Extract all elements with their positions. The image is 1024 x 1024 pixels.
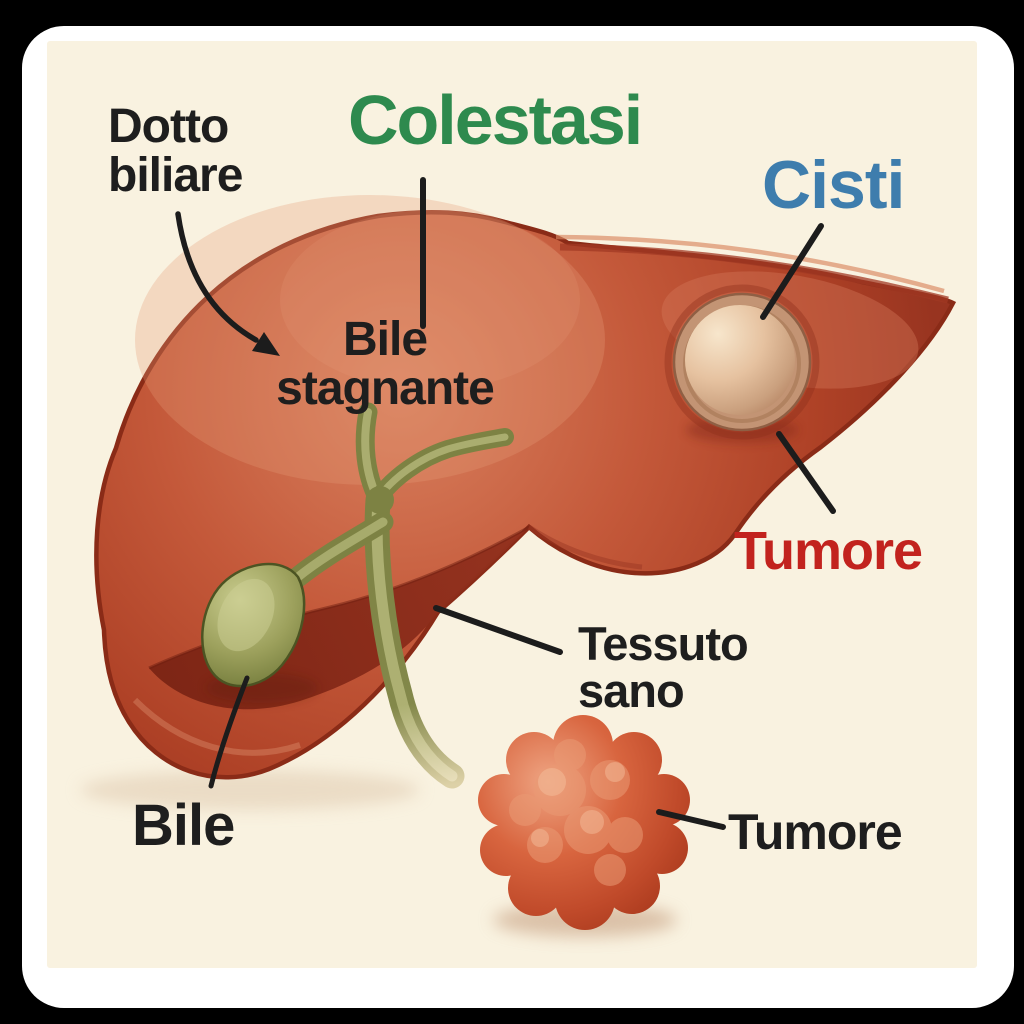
right-lobe-fold-shadow: [559, 243, 949, 304]
label-bile: Bile: [132, 793, 235, 858]
label-colestasi: Colestasi: [348, 81, 643, 159]
liver-body: [80, 195, 957, 810]
label-tumore-cisti: Tumore: [734, 521, 923, 581]
bottom-curl-highlight: [132, 697, 301, 756]
leader-bile-curve: [208, 675, 250, 789]
tumor-highlights: [531, 762, 625, 847]
duct-junction: [366, 486, 394, 514]
label-tessuto-sano: Tessuto sano: [578, 617, 749, 717]
label-bile-stagnante: Bile stagnante: [276, 313, 495, 415]
cyst-nodule: [664, 284, 820, 443]
label-dotto-biliare-line1: Dotto: [108, 100, 229, 153]
leader-tessuto-sano-line: [433, 605, 563, 655]
liver-sheen-center: [280, 210, 580, 390]
common-bile-duct-highlight: [371, 494, 458, 782]
gallbladder-highlight: [217, 578, 275, 652]
leader-tumore-inferiore-line: [656, 809, 726, 830]
tumor-mass: [478, 715, 690, 937]
label-cisti: Cisti: [762, 147, 905, 223]
label-tumore-massa: Tumore: [728, 804, 903, 860]
label-tessuto-sano-line1: Tessuto: [578, 617, 749, 670]
leader-lines: [175, 177, 836, 830]
liver-sheen-left: [135, 195, 605, 485]
leader-dotto-biliare-curve: [175, 211, 259, 343]
label-bile-stagnante-line2: stagnante: [276, 362, 495, 415]
label-dotto-biliare-line2: biliare: [108, 149, 243, 202]
label-dotto-biliare: Dotto biliare: [108, 100, 243, 202]
bile-duct-tree: [201, 402, 514, 789]
right-lobe-fold-highlight: [555, 234, 945, 294]
leader-cisti-line: [760, 223, 824, 320]
tumor-inner-bumps: [509, 739, 643, 886]
label-bile-stagnante-line1: Bile: [342, 313, 428, 366]
bottom-lobe-crease: [527, 524, 643, 570]
leader-dotto-biliare-arrowhead: [252, 332, 280, 356]
right-hepatic-duct-highlight: [373, 433, 509, 504]
cyst-sphere: [685, 305, 795, 415]
leader-tumore-superiore-line: [776, 431, 836, 514]
label-tessuto-sano-line2: sano: [578, 664, 685, 717]
liver-ground-shadow: [80, 770, 420, 810]
cystic-duct-highlight: [293, 517, 388, 582]
cyst-contact-ring: [664, 284, 820, 440]
